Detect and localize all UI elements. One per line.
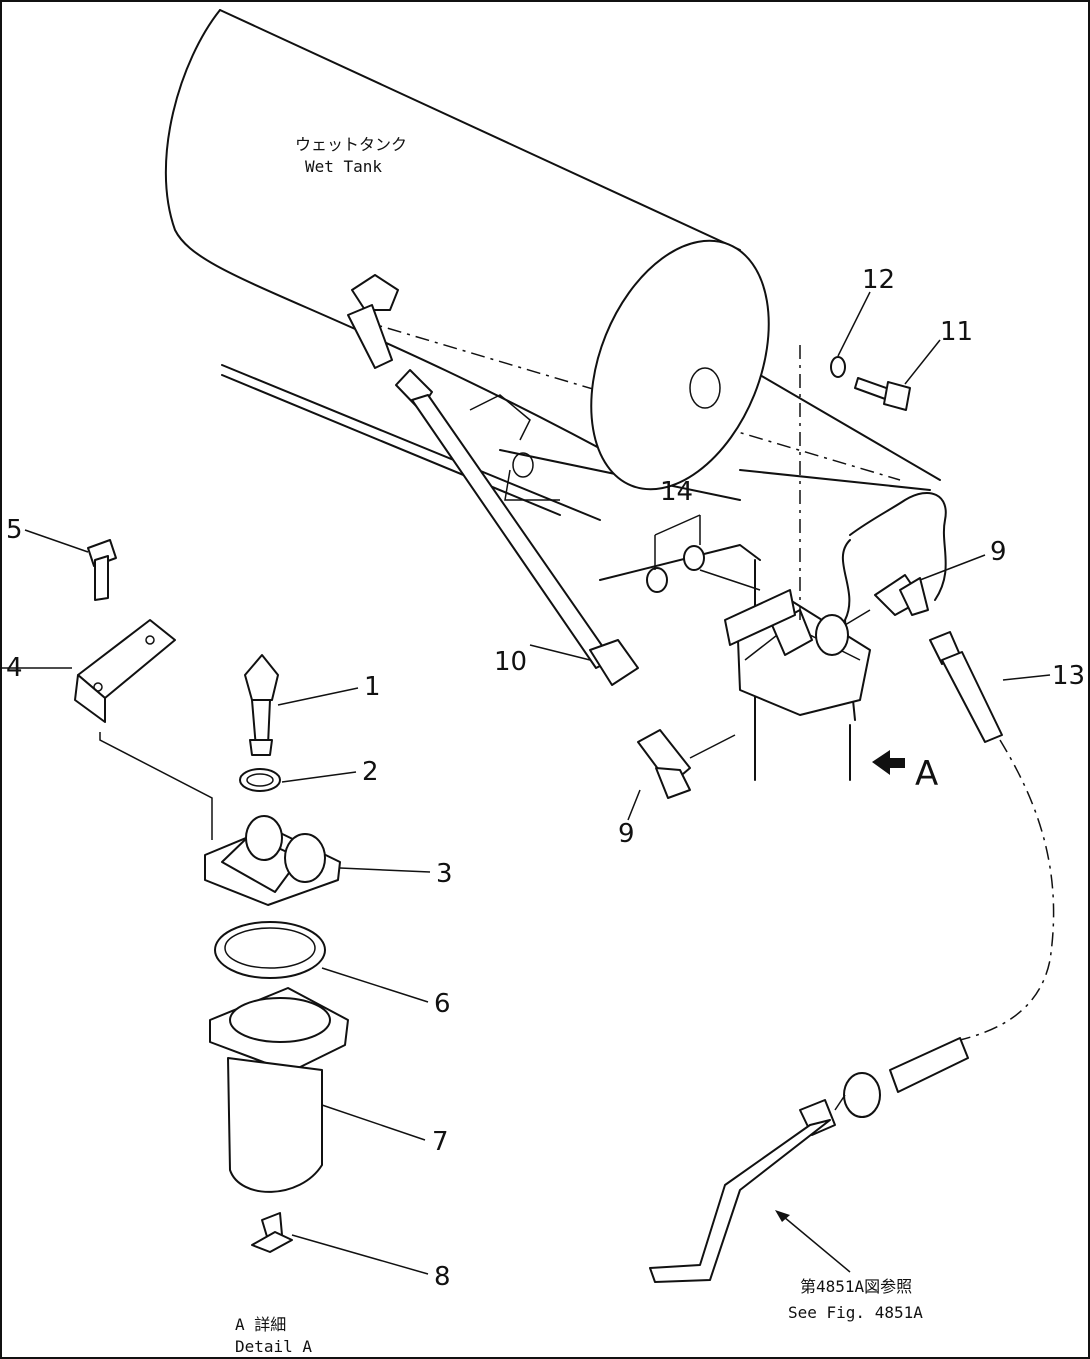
reference-label-jp: 第4851A図参照	[800, 1277, 912, 1296]
gasket-6	[214, 921, 326, 979]
callout-2: 2	[362, 757, 379, 787]
callout-9-right: 9	[990, 537, 1007, 567]
callout-7: 7	[432, 1127, 449, 1157]
bracket-leader	[99, 732, 213, 840]
callout-9-left: 9	[618, 819, 635, 849]
view-arrow: A	[872, 750, 938, 794]
filter-head-3	[204, 815, 341, 906]
callout-3: 3	[436, 859, 453, 889]
air-tube	[395, 369, 639, 686]
plug-1	[244, 654, 279, 756]
drain-cock-8	[251, 1212, 293, 1253]
detail-label-jp: A 詳細	[235, 1315, 286, 1334]
detail-label-en: Detail A	[235, 1337, 312, 1356]
callout-6: 6	[434, 989, 451, 1019]
nut-14a	[646, 567, 668, 593]
o-ring-2	[239, 768, 281, 792]
filter-bowl-7	[209, 987, 349, 1193]
tank-label-jp: ウェットタンク	[295, 135, 407, 154]
hose-13	[929, 631, 1055, 1041]
tank-label-en: Wet Tank	[305, 157, 382, 176]
callout-11: 11	[940, 317, 973, 347]
wet-tank: ウェットタンク Wet Tank	[164, 9, 770, 491]
tank-port	[689, 367, 721, 409]
leader-lines	[0, 291, 1051, 1275]
bolt-11	[854, 377, 911, 411]
bolt-5	[87, 539, 117, 601]
callout-10: 10	[494, 647, 527, 677]
hose-end-fitting	[649, 1037, 969, 1283]
bracket-4	[74, 619, 176, 723]
callout-4: 4	[6, 653, 23, 683]
callout-13: 13	[1052, 661, 1085, 691]
callout-12: 12	[862, 265, 895, 295]
view-letter: A	[915, 754, 938, 794]
washer-12	[830, 356, 846, 378]
callout-14: 14	[660, 477, 693, 507]
elbow-fitting-9b	[844, 574, 929, 626]
nut-14b	[683, 545, 705, 571]
callout-8: 8	[434, 1262, 451, 1292]
frame-rail	[221, 319, 947, 781]
elbow-fitting-9a	[637, 729, 736, 799]
callout-5: 5	[6, 515, 23, 545]
reference-label-en: See Fig. 4851A	[788, 1303, 923, 1322]
filter-head-installed	[646, 514, 871, 716]
callout-1: 1	[364, 672, 381, 702]
tank-fitting	[347, 304, 393, 369]
